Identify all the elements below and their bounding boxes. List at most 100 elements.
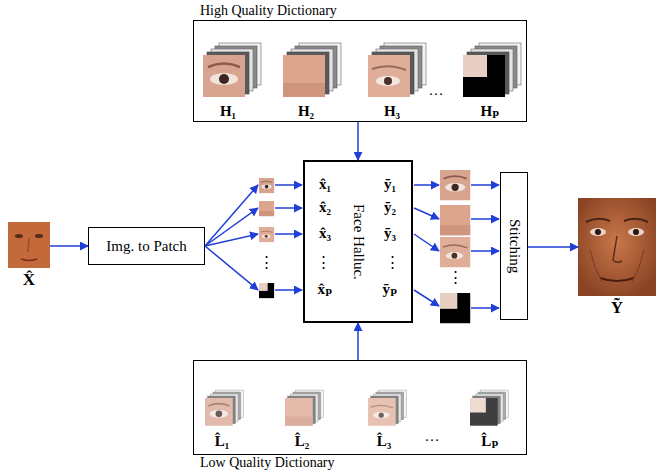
output-face [578,198,656,296]
illustration-part [21,259,37,261]
math-label: ỹ₃ [384,226,396,241]
illustration-part [259,227,274,242]
illustration-part [440,205,470,235]
input-face [8,222,50,268]
illustration-part [275,233,302,235]
input-image: X̂ [8,222,50,268]
illustration-part [368,55,410,97]
math-label: H₃ [384,104,400,119]
illustration-part [205,185,258,246]
illustration-part [578,198,656,296]
output-patches [440,170,470,323]
illustration-part [285,398,313,426]
image-symbol: X̂ [8,271,50,289]
math-label: ⋮ [385,255,400,270]
illustration-part [414,184,439,186]
illustration-part [275,184,302,186]
illustration-part [586,219,610,222]
math-label: … [425,429,440,444]
illustration-part [205,208,258,246]
flow-arrow [50,245,88,247]
math-label: ⋮ [448,270,463,285]
output-image: Ỹ [578,198,656,296]
input-patches [259,178,274,298]
illustration-part [440,170,470,200]
math-label: H₁ [220,104,236,119]
illustration-part [613,236,622,262]
illustration-part [470,398,498,426]
flow-arrow [357,323,359,360]
illustration-part [463,55,505,97]
illustration-part [15,234,23,238]
illustration-part [595,229,601,235]
node-text: Img. to Patch [106,237,186,255]
node-text: Low Quality Dictionary [200,455,335,471]
dictionary-box: Low Quality Dictionary [193,360,527,455]
math-label: … [429,83,444,98]
illustration-part [35,234,43,238]
math-label: ⋮ [316,255,331,270]
illustration-part [471,307,499,309]
illustration-part [285,390,323,426]
illustration-part [624,219,648,222]
illustration-part [259,178,274,193]
illustration-part [283,55,325,97]
illustration-part [440,237,470,267]
math-label: L̂₂ [295,434,310,449]
illustration-part [259,201,274,216]
illustration-part [259,227,274,242]
dictionary-box: High Quality Dictionary [193,20,527,122]
illustration-part [471,250,499,252]
illustration-part [368,390,406,426]
math-label: L̂ₚ [481,434,498,449]
illustration-part [259,178,274,193]
illustration-part [28,238,29,252]
illustration-part [205,398,233,426]
illustration-part [203,55,245,97]
illustration-part [205,390,243,426]
math-label: ⋮ [259,255,274,270]
illustration-part [205,234,258,246]
node-text: High Quality Dictionary [200,3,337,19]
illustration-part [259,283,274,298]
illustration-part [205,246,258,290]
illustration-part [440,205,470,235]
illustration-part [368,398,396,426]
illustration-part [414,234,439,251]
math-label: ỹ₂ [384,200,396,215]
math-label: x̂₂ [319,200,331,215]
illustration-part [471,218,499,220]
illustration-part [600,278,634,281]
flow-arrow [528,246,578,248]
illustration-part [440,293,470,323]
illustration-part [440,293,470,323]
illustration-part [440,237,470,267]
illustration-part [470,390,508,426]
illustration-part [414,208,439,219]
math-label: x̂₃ [319,226,331,241]
math-label: ỹ₁ [384,177,396,192]
illustration-part [633,229,639,235]
math-label: L̂₃ [377,434,392,449]
illustration-part [590,250,602,282]
node-text: Stitching [507,219,522,273]
illustration-part [414,290,439,306]
math-label: x̂₁ [319,177,331,192]
node-text: Face Halluc. [351,204,366,280]
illustration-part [275,289,302,291]
illustration-part [275,207,302,209]
image-symbol: Ỹ [578,299,656,317]
illustration-part [8,222,50,268]
illustration-part [440,170,470,200]
illustration-part [471,184,499,186]
math-label: H₂ [298,104,314,119]
illustration-part [590,228,606,236]
illustration-part [632,250,644,282]
process-box: Img. to Patch [88,227,205,265]
flow-arrows [205,185,499,308]
